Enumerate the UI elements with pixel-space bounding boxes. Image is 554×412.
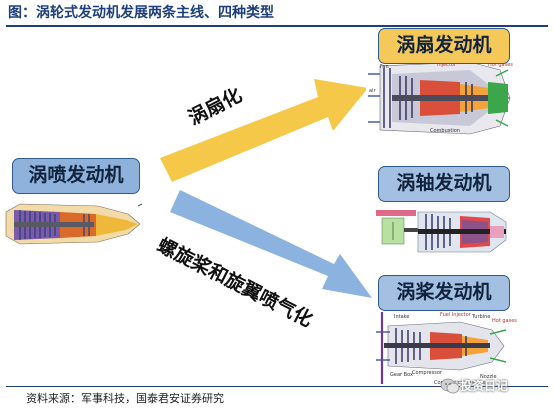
turboprop-label-gear-box: Gear Box xyxy=(390,372,413,378)
turboprop-label-combustion-chamber: Combustion chamber xyxy=(434,380,489,386)
watermark-text: 投资日记 xyxy=(460,379,509,393)
turbojet-engine-illustration xyxy=(5,203,143,245)
turboprop-label-fuel-injector: Fuel Injector xyxy=(440,312,472,318)
turboprop-label-nozzle: Nozzle xyxy=(480,374,497,380)
node-turbojet: 涡喷发动机 xyxy=(12,158,140,194)
figure-title: 图：涡轮式发动机发展两条主线、四种类型 xyxy=(8,5,274,21)
turboprop-engine-illustration: Intake Fuel Injector Turbine Hot gases G… xyxy=(374,310,517,388)
turboprop-label-turbine: Turbine xyxy=(471,314,490,320)
node-turboprop: 涡桨发动机 xyxy=(378,275,510,311)
arrow-to-turboprop xyxy=(170,190,372,298)
turbofan-label-injector: Injector xyxy=(437,62,457,68)
turbofan-label-fan: Fan xyxy=(380,64,389,70)
turboprop-label-intake: Intake xyxy=(394,314,409,320)
turbofan-label-air: air xyxy=(369,88,376,94)
node-turboshaft: 涡轴发动机 xyxy=(378,166,510,202)
turboshaft-engine-illustration xyxy=(374,208,514,262)
turbofan-engine-illustration: Fan Injector Hot gases air Combustion xyxy=(366,60,513,136)
node-turbofan: 涡扇发动机 xyxy=(378,28,510,64)
wechat-icon xyxy=(440,378,460,394)
turboprop-label-compressor: Compressor xyxy=(412,370,443,376)
title-divider xyxy=(6,25,548,27)
turbofan-label-combustion: Combustion xyxy=(430,128,460,134)
source-note: 资料来源：军事科技，国泰君安证券研究 xyxy=(26,392,224,405)
arrow-to-turbofan xyxy=(160,79,368,182)
turbofan-label-hot-gases: Hot gases xyxy=(488,62,513,68)
turboprop-label-hot-gases: Hot gases xyxy=(492,318,517,324)
footer-divider xyxy=(6,386,548,387)
